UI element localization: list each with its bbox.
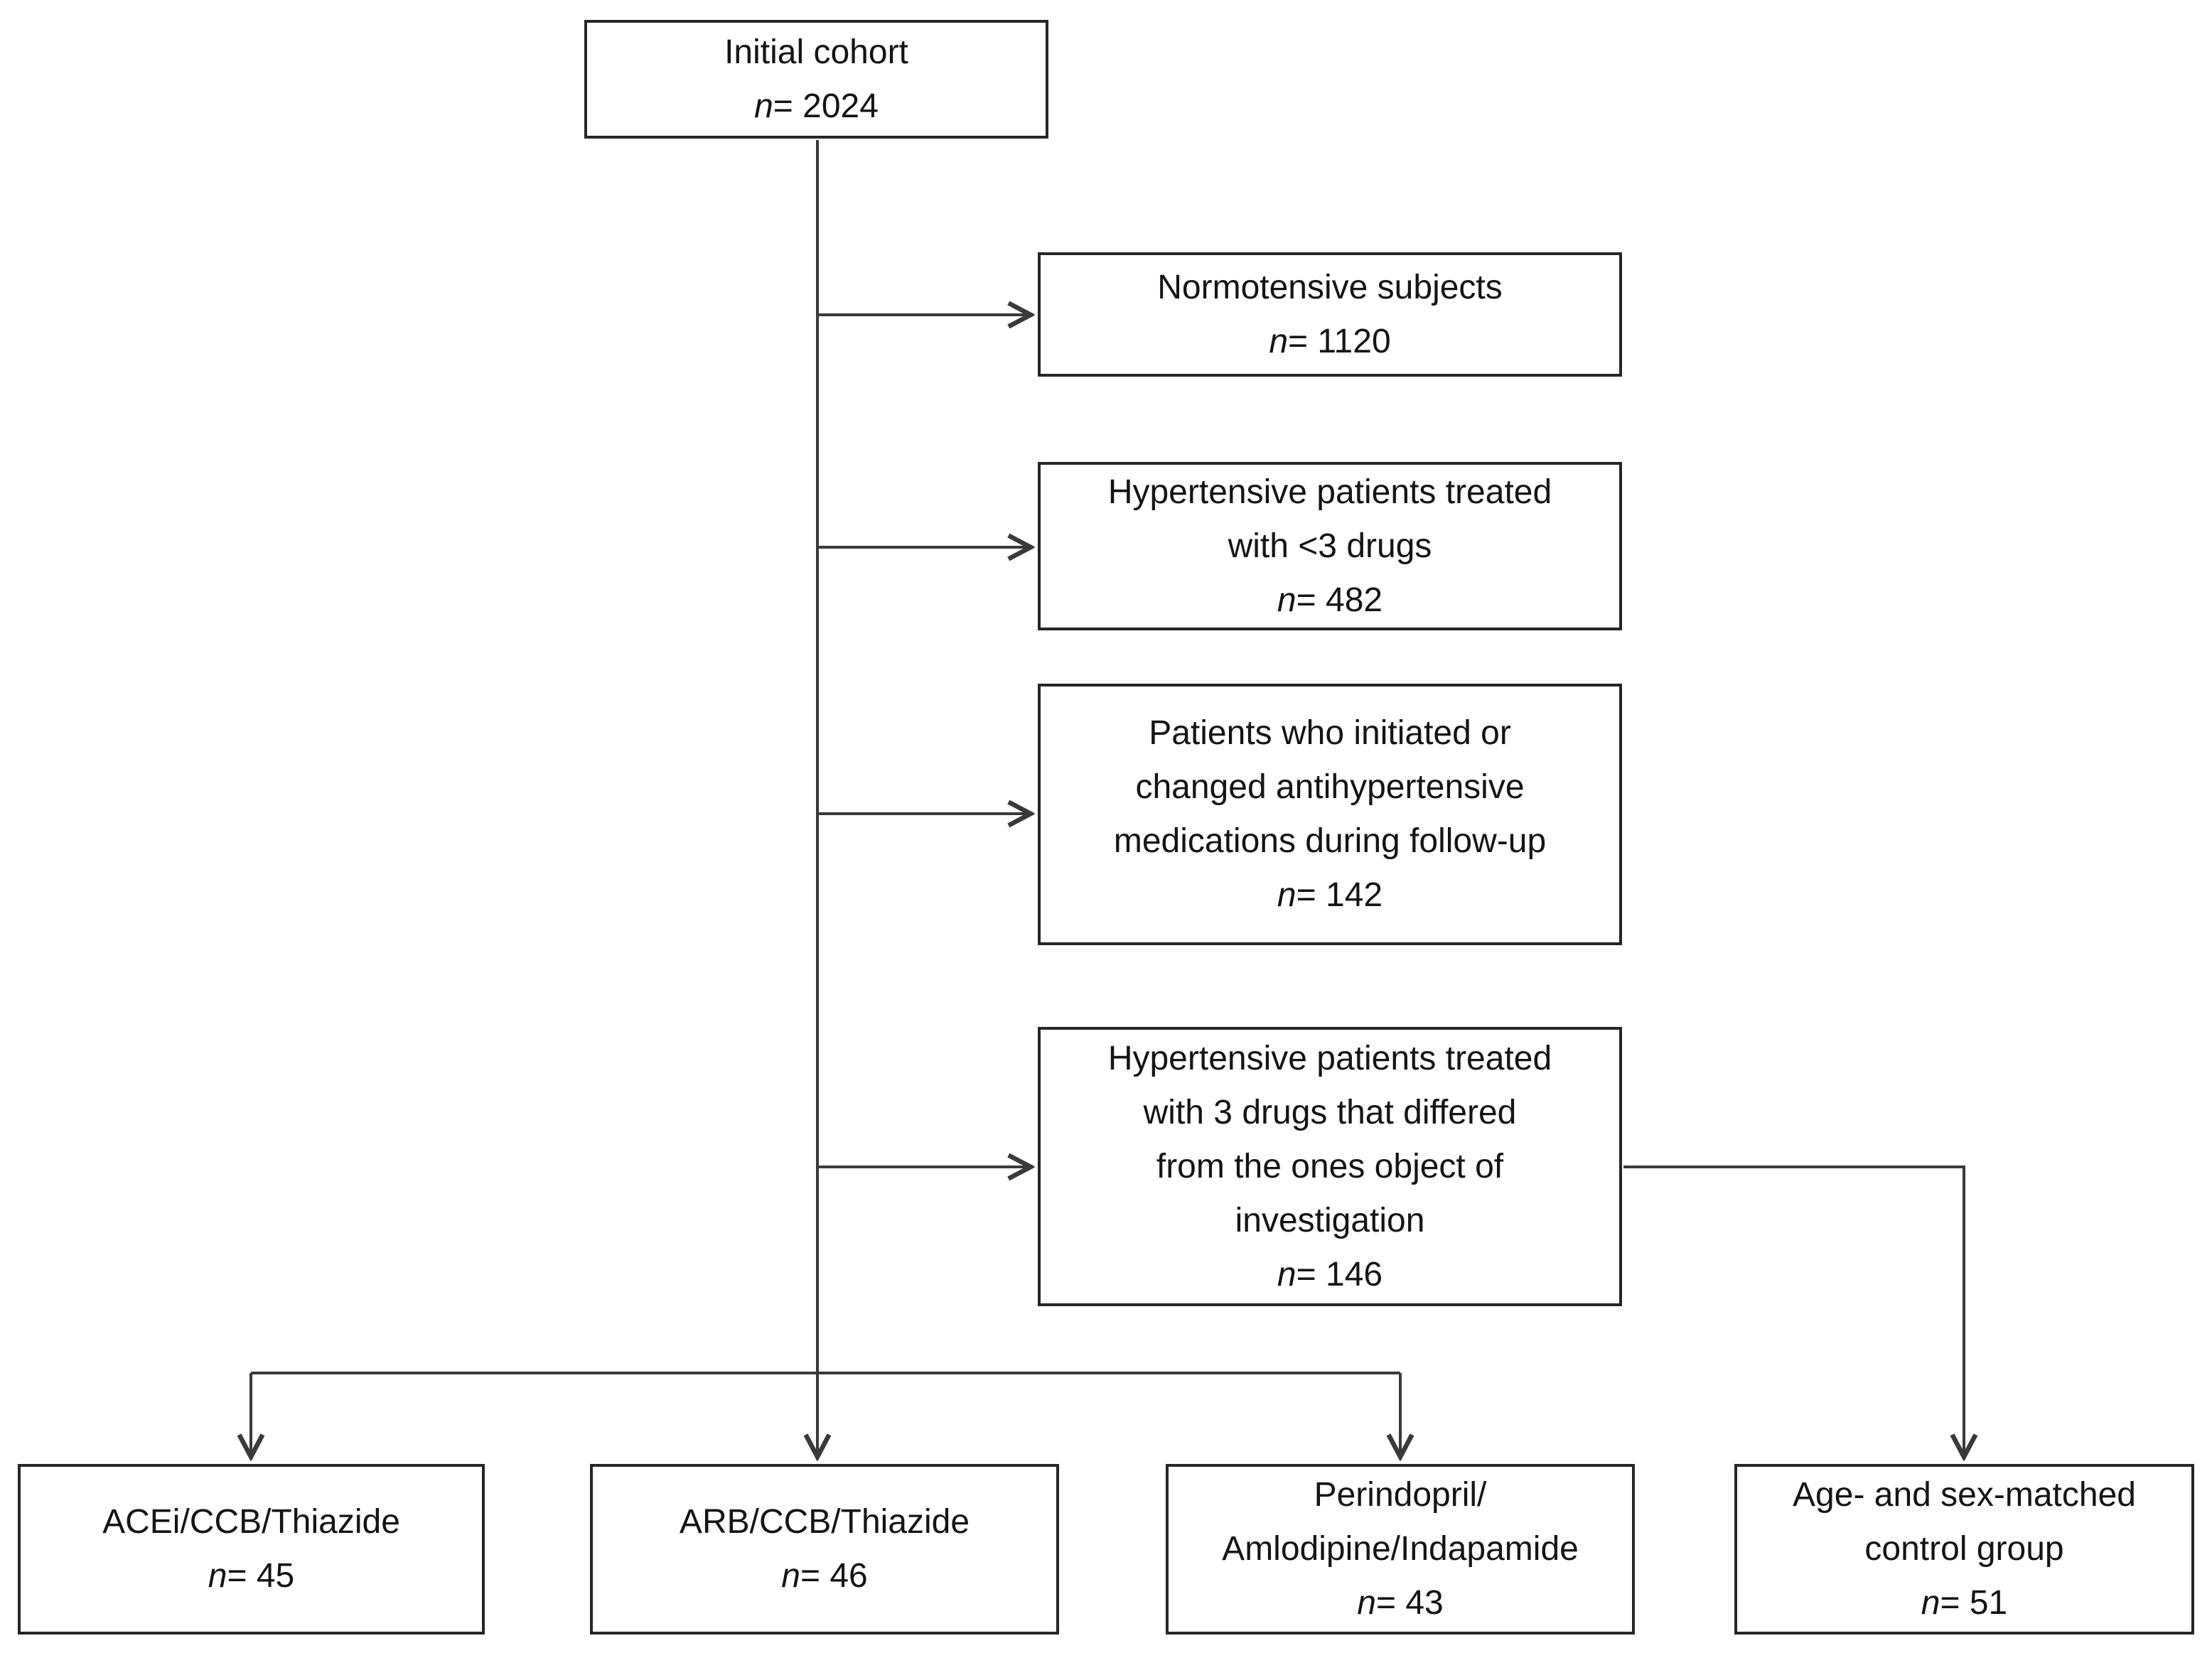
node-normotensive-subjects: Normotensive subjects n= 1120 <box>1038 252 1622 377</box>
node-label: Perindopril/ <box>1314 1476 1487 1514</box>
node-arb-ccb-thiazide: ARB/CCB/Thiazide n= 46 <box>590 1464 1059 1635</box>
node-acei-ccb-thiazide: ACEi/CCB/Thiazide n= 45 <box>18 1464 485 1635</box>
node-perindopril-amlodipine-indapamide: Perindopril/ Amlodipine/Indapamide n= 43 <box>1166 1464 1635 1635</box>
node-label: with 3 drugs that differed <box>1143 1093 1517 1131</box>
node-label: Hypertensive patients treated <box>1107 473 1552 511</box>
n-count: n= 142 <box>1277 876 1383 914</box>
n-count: n= 482 <box>1277 581 1383 619</box>
node-label: Hypertensive patients treated <box>1107 1039 1552 1077</box>
n-count: n= 51 <box>1921 1584 2008 1622</box>
node-control-group: Age- and sex-matched control group n= 51 <box>1734 1464 2194 1635</box>
node-label: from the ones object of <box>1156 1147 1504 1185</box>
node-initial-cohort: Initial cohort n= 2024 <box>584 20 1048 139</box>
n-count: n= 43 <box>1357 1584 1444 1622</box>
node-label: medications during follow-up <box>1113 822 1547 860</box>
node-label: investigation <box>1235 1201 1425 1239</box>
node-label: with <3 drugs <box>1228 527 1432 565</box>
node-label: Normotensive subjects <box>1157 268 1503 306</box>
node-label: Age- and sex-matched <box>1793 1476 2136 1514</box>
n-count: n= 146 <box>1277 1255 1383 1293</box>
n-count: n= 45 <box>208 1557 295 1595</box>
node-label: ARB/CCB/Thiazide <box>679 1503 970 1541</box>
node-label: Patients who initiated or <box>1149 714 1511 752</box>
node-label: Amlodipine/Indapamide <box>1222 1530 1579 1568</box>
node-other-3-drugs: Hypertensive patients treated with 3 dru… <box>1038 1027 1622 1306</box>
connector-control-group <box>1623 1165 1964 1457</box>
node-label: changed antihypertensive <box>1135 768 1525 806</box>
n-count: n= 2024 <box>754 87 879 125</box>
n-count: n= 1120 <box>1269 322 1391 360</box>
n-count: n= 46 <box>781 1557 868 1595</box>
node-label: ACEi/CCB/Thiazide <box>102 1503 400 1541</box>
node-changed-medications: Patients who initiated or changed antihy… <box>1038 684 1622 945</box>
node-treated-lt3-drugs: Hypertensive patients treated with <3 dr… <box>1038 462 1622 630</box>
node-label: Initial cohort <box>724 33 908 71</box>
node-label: control group <box>1864 1530 2064 1568</box>
